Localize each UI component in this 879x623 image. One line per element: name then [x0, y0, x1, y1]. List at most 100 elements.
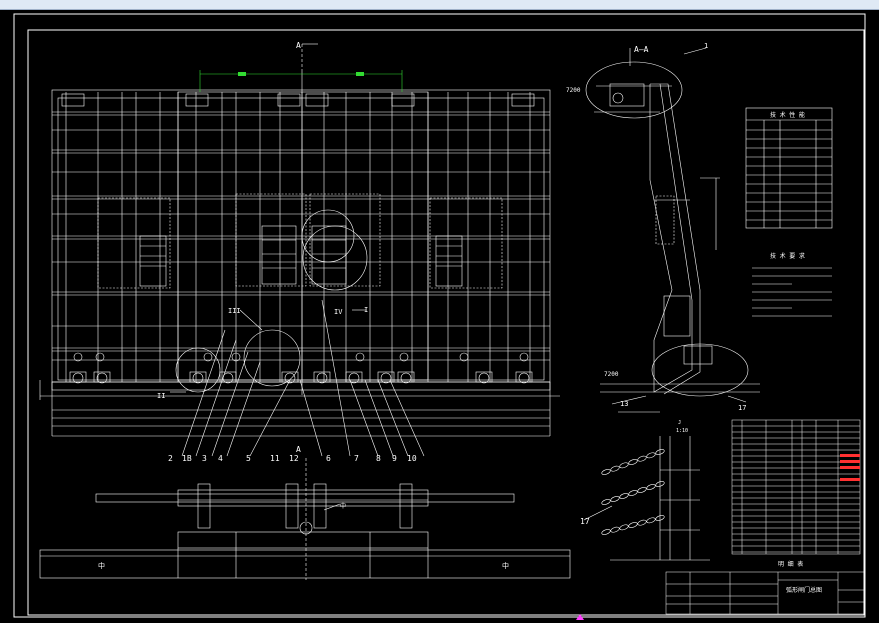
chain-link-icon	[628, 522, 638, 528]
chain-link-icon	[655, 481, 665, 487]
wheel-icon	[348, 372, 360, 384]
part-balloon-number: 7	[354, 454, 359, 463]
wheel-icon	[72, 372, 84, 384]
part-balloon-number: 9	[392, 454, 397, 463]
title-block	[665, 571, 865, 615]
revision-mark	[840, 460, 860, 463]
inner-drawing-border	[27, 29, 865, 616]
chain-link-icon	[610, 496, 620, 502]
part-balloon-number: 3	[202, 454, 207, 463]
parts-list-title: 明 细 表	[778, 560, 803, 568]
roller-icon	[95, 352, 105, 362]
chain-link-icon	[628, 459, 638, 465]
chain-link-icon	[637, 519, 647, 526]
part-balloon-number: 4	[218, 454, 223, 463]
roller-icon	[519, 352, 529, 362]
part-balloon-number: 11	[270, 454, 280, 463]
dim-7200-upper: 7200	[566, 87, 581, 94]
chain-link-icon	[601, 499, 611, 505]
chain-link-icon	[637, 487, 647, 493]
dim-17-label: 17	[738, 404, 746, 412]
part-balloon-number: 5	[246, 454, 251, 463]
detail-label-i: I	[364, 306, 368, 314]
center-marker-right: 中	[502, 561, 509, 570]
section-a-a-label: A—A	[634, 45, 649, 54]
wheel-icon	[316, 372, 328, 384]
chain-link-icon	[601, 469, 611, 475]
wheel-icon	[478, 372, 490, 384]
outer-sheet-border	[13, 13, 866, 618]
chain-link-icon	[610, 526, 620, 533]
parts-list-table	[731, 419, 861, 555]
part-balloon-number: 8	[376, 454, 381, 463]
insertion-marker-icon	[576, 614, 584, 620]
roller-icon	[203, 352, 213, 362]
chain-link-icon	[655, 515, 665, 521]
wheel-icon	[96, 372, 108, 384]
spec-table	[745, 107, 833, 229]
view-arrow-top-label: A	[296, 41, 301, 50]
part-balloon-number: 1B	[182, 454, 192, 463]
revision-mark	[840, 454, 860, 457]
roller-icon	[399, 352, 409, 362]
wheel-icon	[192, 372, 204, 384]
dim-7200-lower: 7200	[604, 371, 619, 378]
wheel-bracket	[397, 371, 415, 383]
wheel-bracket	[189, 371, 207, 383]
wheel-bracket	[313, 371, 331, 383]
wheel-bracket	[377, 371, 395, 383]
wheel-bracket	[69, 371, 87, 383]
view-arrow-bottom-label: A	[296, 445, 301, 454]
wheel-bracket	[219, 371, 237, 383]
detail-j-chain	[583, 436, 710, 561]
center-marker-top: 中	[340, 502, 346, 510]
wheel-icon	[400, 372, 412, 384]
part-balloon-number: 17	[580, 517, 590, 526]
wheel-icon	[284, 372, 296, 384]
chain-link-icon	[610, 465, 620, 472]
chain-link-icon	[646, 452, 656, 459]
front-elevation-view	[39, 70, 560, 457]
chain-link-icon	[637, 455, 647, 462]
wheel-icon	[518, 372, 530, 384]
chain-link-icon	[619, 493, 629, 499]
wheel-bracket	[93, 371, 111, 383]
wheel-bracket	[475, 371, 493, 383]
chain-link-icon	[646, 517, 656, 524]
part-balloon-number: 2	[168, 454, 173, 463]
chain-link-icon	[655, 449, 665, 455]
roller-icon	[355, 352, 365, 362]
dim-13-label: 13	[620, 400, 628, 408]
chain-link-icon	[619, 462, 629, 469]
wheel-bracket	[345, 371, 363, 383]
roller-icon	[231, 352, 241, 362]
detail-j-scale: 1:10	[676, 428, 688, 434]
part-balloon-number: 6	[326, 454, 331, 463]
window-title-bar	[0, 0, 879, 10]
center-marker-left: 中	[98, 561, 105, 570]
roller-icon	[73, 352, 83, 362]
section-a-a-view	[585, 47, 760, 413]
part-balloon-number: 12	[289, 454, 299, 463]
revision-mark	[840, 478, 860, 481]
detail-label-ii: II	[157, 392, 165, 400]
wheel-icon	[380, 372, 392, 384]
plan-view	[39, 458, 571, 580]
tech-notes-title: 技 术 要 求	[770, 252, 805, 260]
chain-link-icon	[619, 524, 629, 531]
chain-link-icon	[646, 484, 656, 490]
spec-table-title: 技 术 性 能	[770, 111, 805, 119]
title-block-drawing-name: 弧形闸门总图	[786, 586, 822, 594]
wheel-icon	[222, 372, 234, 384]
chain-link-icon	[628, 490, 638, 496]
revision-mark	[840, 466, 860, 469]
detail-balloon-1: 1	[704, 42, 708, 50]
wheel-bracket	[515, 371, 533, 383]
detail-j-label: J	[678, 420, 681, 426]
detail-label-iv: IV	[334, 308, 343, 316]
detail-label-iii: III	[228, 307, 241, 315]
roller-icon	[459, 352, 469, 362]
part-balloon-number: 10	[407, 454, 417, 463]
chain-link-icon	[601, 529, 611, 535]
